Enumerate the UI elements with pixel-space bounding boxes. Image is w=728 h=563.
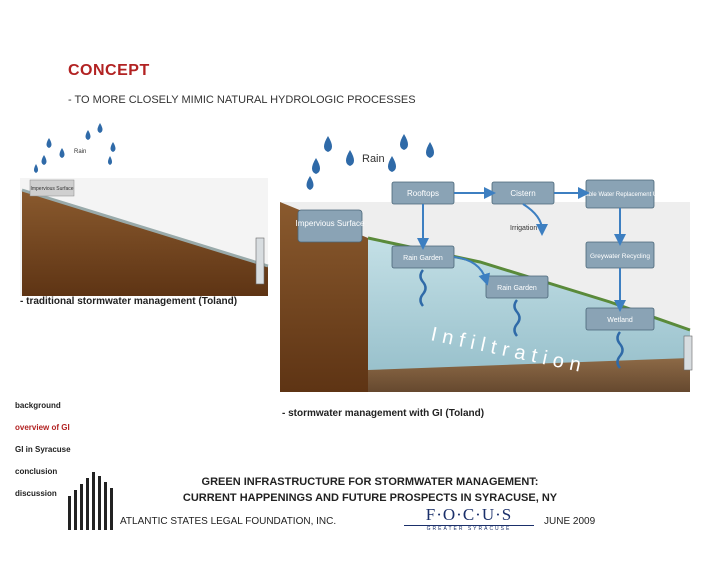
- gi-caption: - stormwater management with GI (Toland): [282, 408, 484, 419]
- greywater-box: Greywater Recycling: [585, 241, 655, 269]
- footer-title-line2: CURRENT HAPPENINGS AND FUTURE PROSPECTS …: [182, 492, 558, 504]
- gi-caption-bold: GI: [432, 408, 443, 419]
- slide-subtitle: - TO MORE CLOSELY MIMIC NATURAL HYDROLOG…: [68, 94, 416, 106]
- footer-title-line1: GREEN INFRASTRUCTURE FOR STORMWATER MANA…: [201, 476, 539, 488]
- rain-drops-right: [306, 134, 434, 190]
- groundwater-zone: [368, 238, 690, 392]
- rooftops-label: Rooftops: [407, 189, 439, 198]
- soil-left: [22, 190, 268, 296]
- footer-date: JUNE 2009: [544, 516, 596, 527]
- rooftops-box: Rooftops: [391, 181, 455, 205]
- impervious-box-left: [29, 179, 75, 197]
- cistern-label: Cistern: [510, 189, 535, 198]
- impervious-label-right: Impervious Surface: [296, 219, 365, 228]
- flow-arrows: [417, 187, 626, 312]
- greywater-label: Greywater Recycling: [590, 253, 650, 260]
- nav-item-discussion[interactable]: discussion: [15, 489, 57, 498]
- impervious-surface-left: [21, 188, 269, 268]
- traditional-diagram: Rain Impervious Surface: [20, 123, 269, 296]
- cistern-box: Cistern: [491, 181, 555, 205]
- wetland-box: Wetland: [585, 307, 655, 331]
- rain-garden-box-1: Rain Garden: [391, 245, 455, 269]
- soil-right-cliff: [280, 202, 368, 392]
- drain-pipe-right: [683, 335, 693, 371]
- rain-garden-label-1: Rain Garden: [403, 255, 443, 262]
- irrigation-label: Irrigation: [510, 225, 537, 232]
- wetland-label: Wetland: [607, 317, 633, 324]
- focus-logo: F·O·C·U·S GREATER SYRACUSE: [404, 505, 534, 533]
- slide-title: CONCEPT: [68, 62, 150, 79]
- building-logo: [68, 472, 113, 530]
- nav-item-background[interactable]: background: [15, 401, 61, 410]
- rain-label-right: Rain: [362, 153, 385, 165]
- rain-garden-label-2: Rain Garden: [497, 285, 537, 292]
- impervious-label-left: Impervious Surface: [30, 186, 73, 192]
- nav-item-overview[interactable]: overview of GI: [15, 423, 70, 432]
- nav-item-syracuse[interactable]: GI in Syracuse: [15, 445, 71, 454]
- potable-label: Potable Water Replacement Use: [576, 192, 664, 198]
- drain-pipe-left: [255, 237, 265, 285]
- gi-diagram: Rain Impervious Surface Rooftops Cistern…: [280, 134, 693, 392]
- rain-drops-left: [34, 123, 116, 173]
- nav-item-conclusion[interactable]: conclusion: [15, 467, 58, 476]
- rain-label-left: Rain: [74, 149, 86, 155]
- rain-garden-box-2: Rain Garden: [485, 275, 549, 299]
- gi-caption-prefix: - stormwater management with: [282, 408, 433, 419]
- traditional-caption: - traditional stormwater management (Tol…: [20, 296, 238, 307]
- gi-caption-suffix: (Toland): [442, 408, 485, 419]
- focus-logo-subtext: GREATER SYRACUSE: [404, 525, 534, 532]
- footer-org: ATLANTIC STATES LEGAL FOUNDATION, INC.: [120, 516, 337, 527]
- potable-box: Potable Water Replacement Use: [576, 179, 664, 209]
- soil-right-bottom: [368, 358, 690, 392]
- focus-logo-text: F·O·C·U·S: [425, 505, 513, 524]
- impervious-box-right: Impervious Surface: [296, 209, 365, 243]
- infiltration-arrows: [419, 269, 624, 369]
